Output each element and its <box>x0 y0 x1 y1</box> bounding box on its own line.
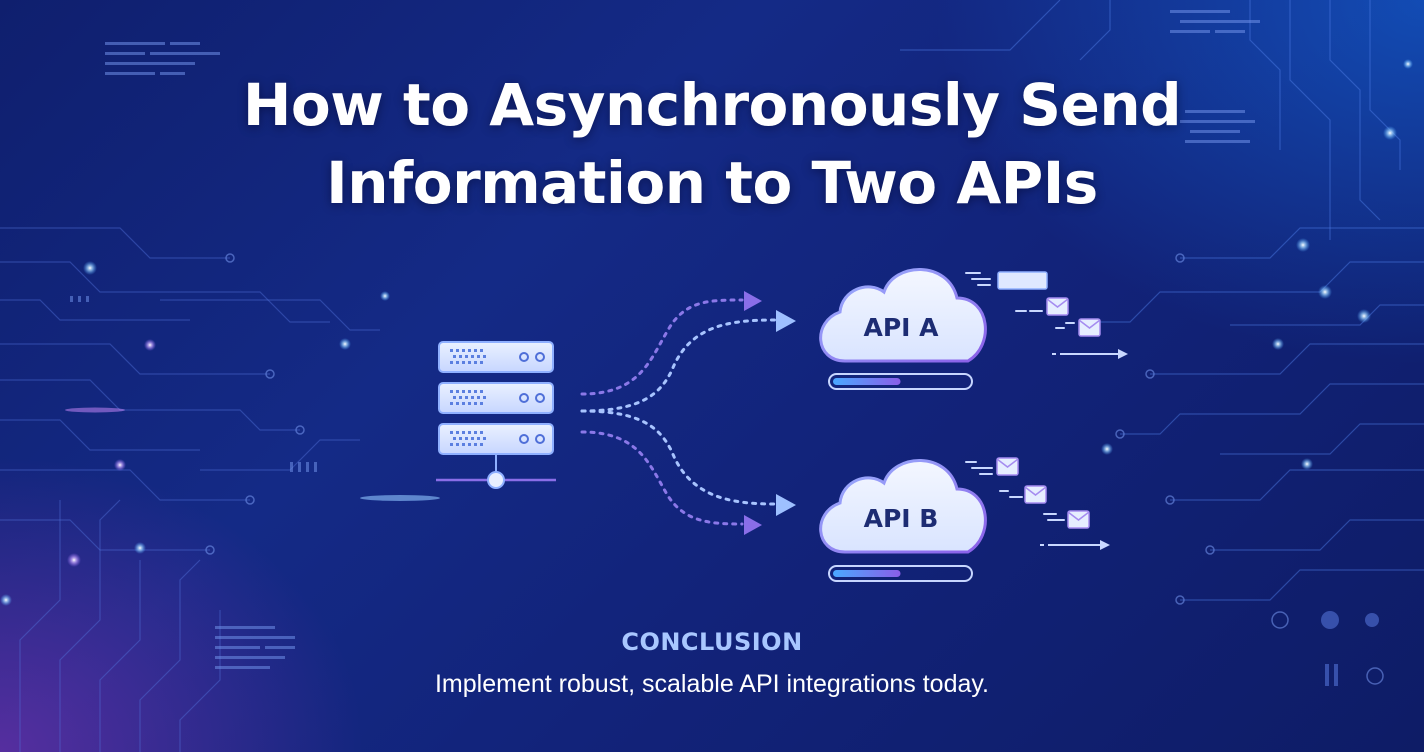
flow-arrowheads <box>744 291 796 535</box>
api-a-progress-fill <box>833 378 901 385</box>
flow-line-upper-main <box>580 318 777 413</box>
cloud-icon <box>819 268 987 363</box>
arrowhead-lower-outer <box>744 515 762 535</box>
circuit-nodes <box>205 253 1384 685</box>
server-stack-icon <box>436 341 556 489</box>
glow-dots <box>0 59 1413 606</box>
send-arrow-icon <box>1052 349 1128 359</box>
api-b-messages <box>965 457 1110 550</box>
arrowhead-upper-main <box>776 310 796 332</box>
api-b-cloud: API B <box>819 459 987 582</box>
speed-lines <box>965 461 1065 521</box>
send-arrow-icon <box>1040 540 1110 550</box>
envelope-icon <box>997 271 1048 290</box>
circuit-traces-left <box>0 227 380 752</box>
server-unit-2 <box>438 382 554 414</box>
envelope-icon <box>1046 297 1069 316</box>
conclusion-text: Implement robust, scalable API integrati… <box>434 670 989 698</box>
conclusion-heading: CONCLUSION <box>621 628 803 656</box>
server-unit-3 <box>438 423 554 455</box>
server-unit-1 <box>438 341 554 373</box>
flow-line-lower-outer <box>580 430 744 526</box>
code-lines-decoration <box>70 10 1260 669</box>
envelope-icon <box>996 457 1019 476</box>
speed-lines <box>965 272 1075 329</box>
api-a-progress-bar <box>828 373 973 390</box>
api-a-label: API A <box>863 313 939 342</box>
title-line-2: Information to Two APIs <box>326 149 1098 217</box>
envelope-icon <box>1024 485 1047 504</box>
envelope-icon <box>1067 510 1090 529</box>
circuit-pads <box>1321 611 1379 686</box>
api-a-cloud: API A <box>819 268 987 390</box>
page-title: How to Asynchronously Send Information t… <box>0 66 1424 222</box>
cloud-icon <box>819 459 987 554</box>
title-line-1: How to Asynchronously Send <box>242 71 1182 139</box>
arrowhead-upper-outer <box>744 291 762 311</box>
envelope-icon <box>1078 318 1101 337</box>
api-b-progress-bar <box>828 565 973 582</box>
api-b-progress-fill <box>833 570 901 577</box>
async-flow-lines <box>580 298 777 526</box>
flow-line-lower-main <box>580 409 777 506</box>
api-b-label: API B <box>864 504 939 533</box>
arrowhead-lower-main <box>776 494 796 516</box>
flow-line-upper-outer <box>580 298 744 396</box>
api-a-messages <box>965 271 1128 359</box>
